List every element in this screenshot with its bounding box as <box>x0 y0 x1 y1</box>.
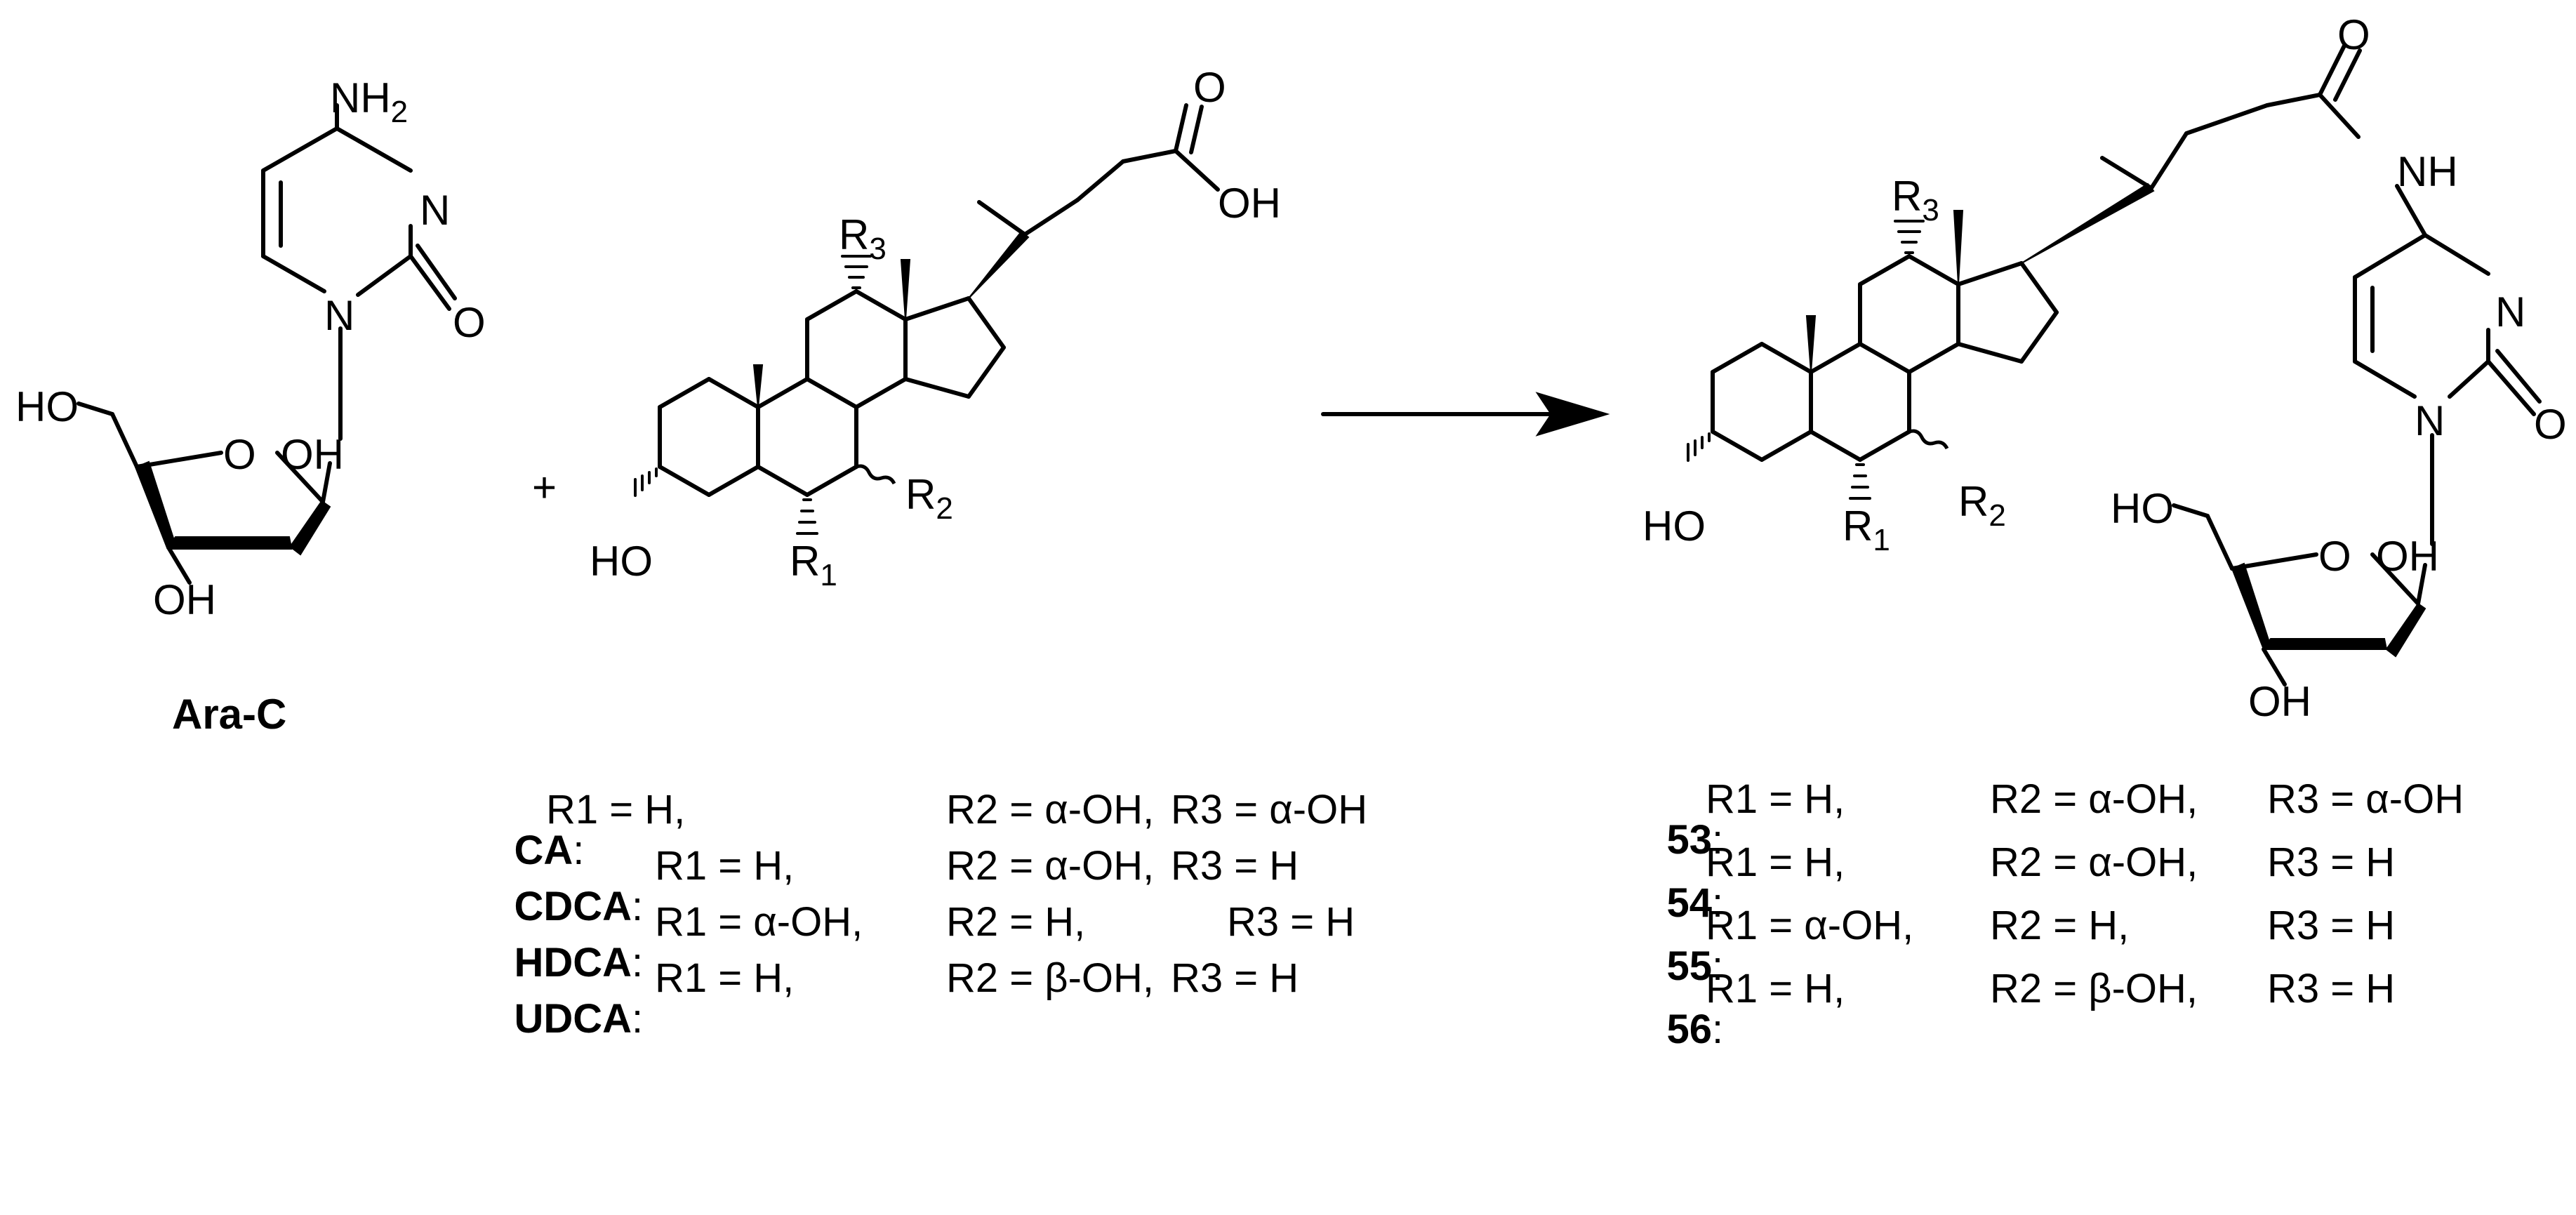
product-n3-label: N <box>2495 288 2525 336</box>
ara-c-n1-label: N <box>324 292 354 339</box>
ara-c-nh2-label: NH2 <box>330 74 408 129</box>
ara-c-oh3-label: OH <box>153 576 216 623</box>
r2-substituent: R2 = α-OH, <box>946 787 1155 832</box>
product-ho3-steroid-label: HO <box>1642 503 1706 550</box>
legend-right: 53: R1 = H, R2 = α-OH, R3 = α-OH 54: R1 … <box>1621 776 2562 1052</box>
product-n1-label: N <box>2415 397 2445 444</box>
legend-row: CA: R1 = H, R2 = α-OH, R3 = α-OH <box>514 787 1368 873</box>
r1-substituent: R1 = H, <box>546 787 686 832</box>
r2-substituent: R2 = α-OH, <box>946 843 1155 889</box>
reaction-arrow <box>1321 392 1610 437</box>
legend-row: 53: R1 = H, R2 = α-OH, R3 = α-OH <box>1666 776 2464 863</box>
product-r3-label: R3 <box>1892 173 1939 227</box>
legend-row: 55: R1 = α-OH, R2 = H, R3 = H <box>1666 903 2396 989</box>
product-oh2-label: OH <box>2376 533 2439 580</box>
product-steroid-structure <box>1687 44 2427 500</box>
product-ring-o-label: O <box>2318 533 2351 580</box>
r3-substituent: R3 = H <box>2267 903 2396 948</box>
product-cytarabine-structure <box>2172 233 2542 686</box>
r3-substituent: R3 = α-OH <box>2267 776 2464 822</box>
reaction-scheme: NH2 N O N HO O OH OH Ara-C + <box>15 11 2567 738</box>
r1-substituent: R1 = H, <box>655 843 795 889</box>
compound-label: 55 <box>1666 943 1712 989</box>
bile-acid-structure <box>634 103 1220 535</box>
compound-label: HDCA <box>514 940 632 985</box>
bile-acid-r2-label: R2 <box>905 471 953 526</box>
legend-row: 54: R1 = H, R2 = α-OH, R3 = H <box>1666 839 2396 926</box>
r2-substituent: R2 = α-OH, <box>1990 839 2198 885</box>
r3-substituent: R3 = H <box>2267 966 2396 1011</box>
bile-acid-ho3-label: HO <box>590 538 653 585</box>
r2-substituent: R2 = β-OH, <box>1990 966 2198 1011</box>
product-ho5-label: HO <box>2111 485 2174 532</box>
r3-substituent: R3 = H <box>1171 843 1299 889</box>
compound-label: 54 <box>1666 880 1712 926</box>
compound-label: CDCA <box>514 884 632 929</box>
r2-substituent: R2 = β-OH, <box>946 955 1155 1001</box>
legend-row: CDCA: R1 = H, R2 = α-OH, R3 = H <box>514 843 1299 929</box>
ara-c-ho5-label: HO <box>15 383 79 430</box>
ara-c-o2-label: O <box>453 299 486 346</box>
r1-substituent: R1 = H, <box>1706 776 1845 822</box>
legend-row: UDCA: R1 = H, R2 = β-OH, R3 = H <box>514 955 1299 1042</box>
r3-hashed-bond <box>841 255 872 289</box>
bile-acid-r1-label: R1 <box>790 538 837 592</box>
product-oh3-label: OH <box>2248 678 2311 725</box>
ara-c-ring-o-label: O <box>223 431 256 478</box>
ara-c-structure <box>77 103 457 585</box>
bile-acid-acid-oh-label: OH <box>1218 180 1281 227</box>
product-r1-label: R1 <box>1843 503 1890 557</box>
compound-label: 56 <box>1666 1007 1712 1052</box>
product-o2-label: O <box>2534 401 2567 448</box>
compound-label: UDCA <box>514 996 632 1042</box>
r3-substituent: R3 = H <box>1171 955 1299 1001</box>
r3-substituent: R3 = H <box>2267 839 2396 885</box>
legend-row: HDCA: R1 = α-OH, R2 = H, R3 = H <box>514 899 1355 985</box>
product-nh-label: NH <box>2397 148 2458 195</box>
plus-sign: + <box>532 464 557 511</box>
product-amide-o-label: O <box>2337 11 2370 58</box>
r1-substituent: R1 = α-OH, <box>655 899 863 945</box>
legend-left: CA: R1 = H, R2 = α-OH, R3 = α-OH CDCA: R… <box>469 787 1487 1042</box>
compound-label: CA <box>514 828 573 873</box>
bile-acid-r3-label: R3 <box>839 211 887 266</box>
ara-c-n3-label: N <box>420 187 450 234</box>
compound-label: 53 <box>1666 817 1712 863</box>
r2-substituent: R2 = H, <box>1990 903 2130 948</box>
legend-row: 56: R1 = H, R2 = β-OH, R3 = H <box>1666 966 2396 1052</box>
r2-substituent: R2 = α-OH, <box>1990 776 2198 822</box>
r1-substituent: R1 = α-OH, <box>1706 903 1914 948</box>
bile-acid-carbonyl-o-label: O <box>1193 64 1226 111</box>
r1-substituent: R1 = H, <box>1706 966 1845 1011</box>
r3-substituent: R3 = α-OH <box>1171 787 1368 832</box>
r2-substituent: R2 = H, <box>946 899 1086 945</box>
r3-substituent: R3 = H <box>1227 899 1355 945</box>
r1-substituent: R1 = H, <box>1706 839 1845 885</box>
ara-c-oh2-label: OH <box>281 431 344 478</box>
r1-substituent: R1 = H, <box>655 955 795 1001</box>
product-r2-label: R2 <box>1958 478 2006 533</box>
ara-c-name: Ara-C <box>172 691 286 738</box>
